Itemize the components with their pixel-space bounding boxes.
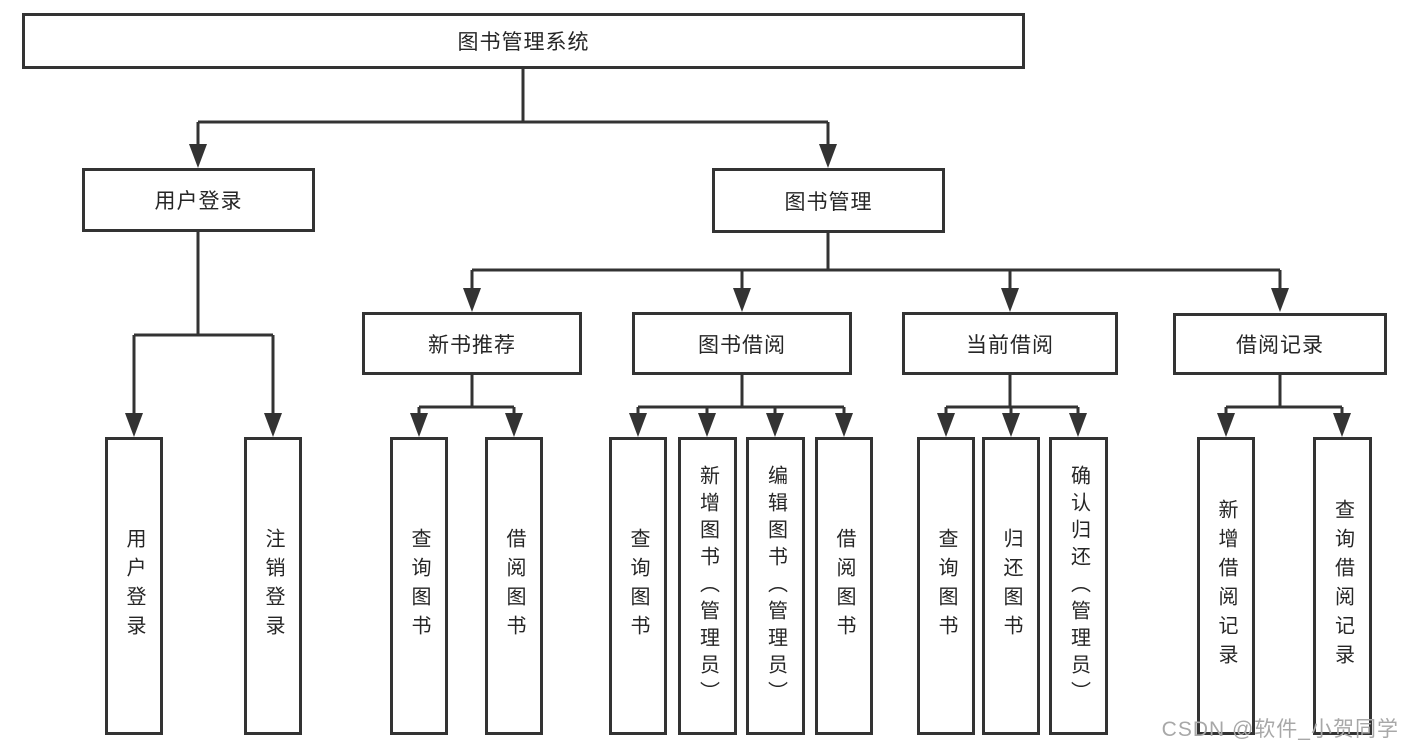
- node-user-login: 用户登录: [82, 168, 315, 232]
- leaf-label: 确认归还（管理员）: [1067, 464, 1090, 708]
- leaf-label: 查询图书: [935, 528, 957, 644]
- leaf-label: 查询借阅记录: [1331, 499, 1354, 673]
- node-leaf-edit-books-admin: 编辑图书（管理员）: [746, 437, 805, 735]
- node-leaf-return-books: 归还图书: [982, 437, 1040, 735]
- node-current-borrowing: 当前借阅: [902, 312, 1118, 375]
- connector-root-split: [196, 69, 830, 148]
- node-book-management: 图书管理: [712, 168, 945, 233]
- connector-level3-splits: [417, 375, 1344, 417]
- node-leaf-add-books-admin: 新增图书（管理员）: [678, 437, 737, 735]
- node-leaf-confirm-return-admin: 确认归还（管理员）: [1049, 437, 1108, 735]
- leaf-label: 注销登录: [262, 528, 284, 644]
- node-leaf-query-books-recommend: 查询图书: [390, 437, 448, 735]
- node-leaf-query-books-borrowing: 查询图书: [609, 437, 667, 735]
- leaf-label: 借阅图书: [503, 528, 525, 644]
- node-leaf-add-borrow-record: 新增借阅记录: [1197, 437, 1255, 735]
- leaf-label: 编辑图书（管理员）: [764, 464, 787, 708]
- node-book-borrowing: 图书借阅: [632, 312, 852, 375]
- leaf-label: 用户登录: [123, 528, 145, 644]
- leaf-label: 查询图书: [408, 528, 430, 644]
- node-leaf-query-borrow-record: 查询借阅记录: [1313, 437, 1372, 735]
- node-root-system: 图书管理系统: [22, 13, 1025, 69]
- leaf-label: 新增借阅记录: [1215, 499, 1237, 673]
- leaf-label: 新增图书（管理员）: [696, 464, 719, 708]
- connector-user-login-split: [132, 232, 275, 417]
- node-leaf-borrow-books: 借阅图书: [815, 437, 873, 735]
- leaf-label: 查询图书: [627, 528, 649, 644]
- arrowheads: [125, 144, 1351, 437]
- leaf-label: 归还图书: [1000, 528, 1022, 644]
- node-leaf-user-login: 用户登录: [105, 437, 163, 735]
- leaf-label: 借阅图书: [833, 528, 855, 644]
- watermark-text: CSDN @软件_小贺同学: [1161, 718, 1399, 741]
- node-leaf-query-books-current: 查询图书: [917, 437, 975, 735]
- node-borrowing-records: 借阅记录: [1173, 313, 1387, 375]
- node-leaf-logout: 注销登录: [244, 437, 302, 735]
- node-new-book-recommend: 新书推荐: [362, 312, 582, 375]
- connector-book-management-split: [470, 233, 1282, 292]
- node-leaf-borrow-books-recommend: 借阅图书: [485, 437, 543, 735]
